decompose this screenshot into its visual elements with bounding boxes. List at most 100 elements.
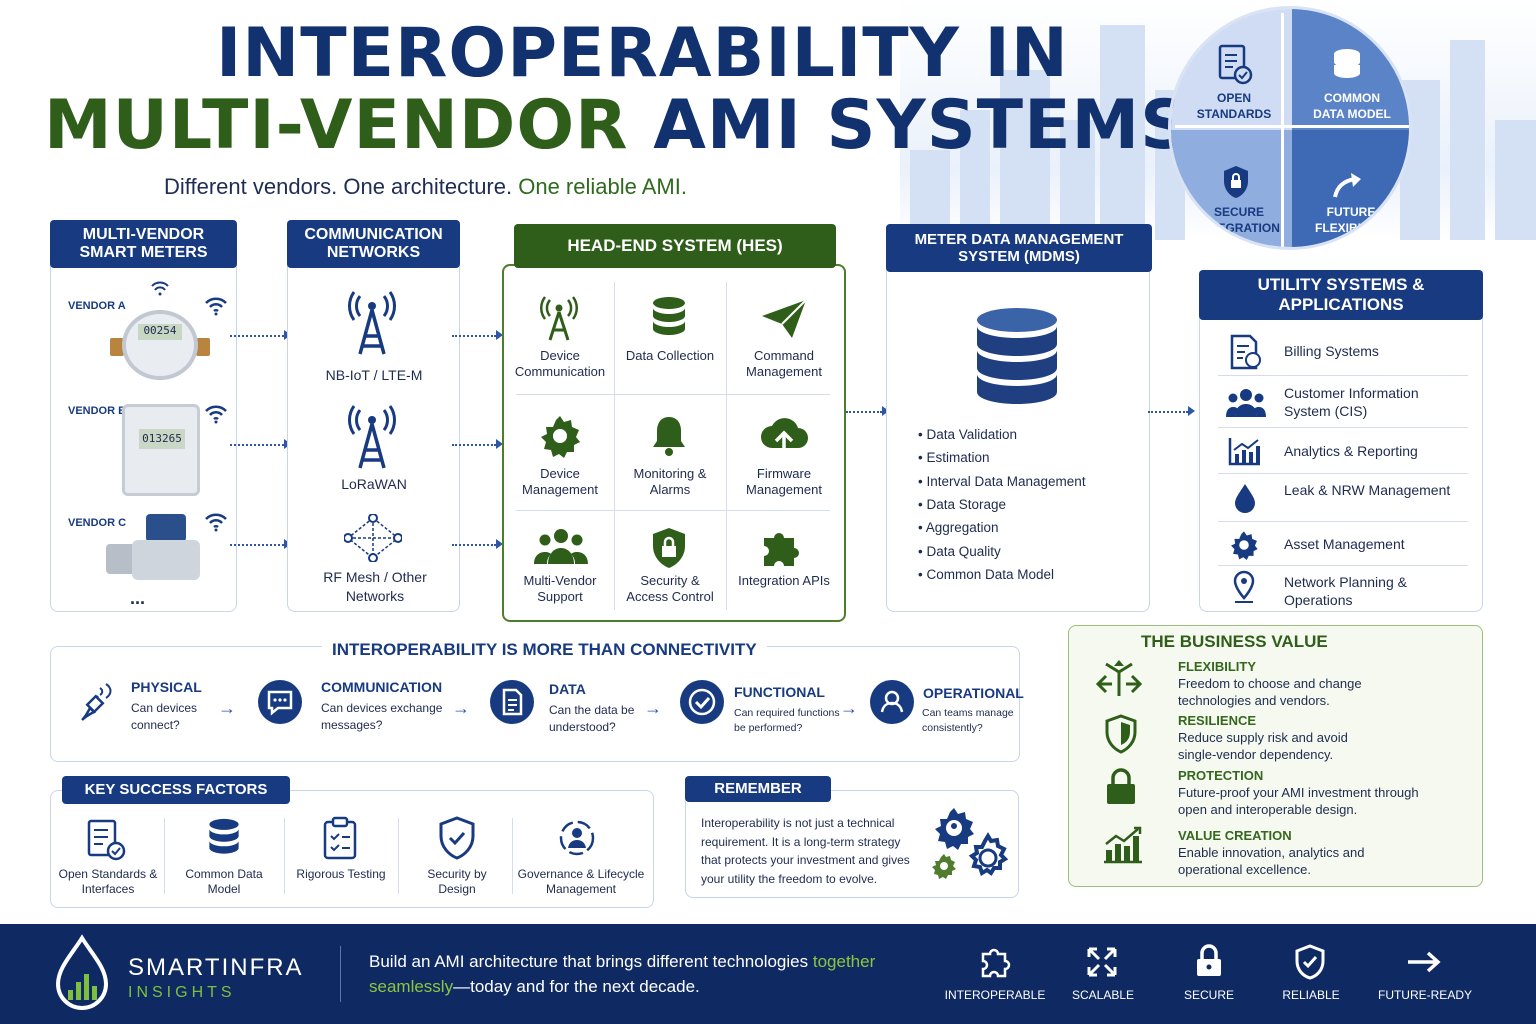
arrow-right-icon: → xyxy=(218,698,236,718)
water-drop-icon xyxy=(1235,484,1255,513)
shield-lock-icon xyxy=(1224,166,1248,198)
puzzle-piece-icon xyxy=(764,533,799,566)
connector xyxy=(230,544,284,546)
mdms-item: • Data Quality xyxy=(918,544,1001,559)
branch-arrows-icon xyxy=(1096,660,1142,696)
utility-item-billing: Billing Systems xyxy=(1218,326,1468,376)
connector xyxy=(230,444,284,446)
chat-bubble-icon xyxy=(258,680,302,724)
utility-panel xyxy=(1199,304,1483,612)
connector xyxy=(452,544,496,546)
ksf-item: Common Data Model xyxy=(185,867,263,896)
puzzle-common-data-model: COMMON DATA MODEL xyxy=(1313,91,1391,121)
wifi-icon xyxy=(205,513,227,532)
footer-tagline: Build an AMI architecture that brings di… xyxy=(369,952,876,996)
checkmark-circle-icon xyxy=(680,680,724,724)
database-icon xyxy=(653,297,685,335)
brand-name: SMARTINFRA xyxy=(128,954,304,981)
puzzle-open-standards: OPEN STANDARDS xyxy=(1196,91,1272,121)
ksf-item: Rigorous Testing xyxy=(296,867,386,881)
utility-item-asset: Asset Management xyxy=(1218,522,1468,566)
ksf-item: Security by Design xyxy=(427,867,487,896)
clipboard-icon xyxy=(323,816,357,860)
padlock-icon xyxy=(1197,944,1221,976)
mdms-item: • Aggregation xyxy=(918,520,999,535)
bv-title: FLEXIBILITY xyxy=(1178,659,1256,674)
arrowhead xyxy=(496,330,503,340)
puzzle-icon xyxy=(981,948,1011,978)
layer-title: COMMUNICATION xyxy=(321,679,443,695)
mdms-item: • Estimation xyxy=(918,450,990,465)
hes-cell-label: Multi-Vendor Support xyxy=(523,573,597,605)
ksf-item: Open Standards & Interfaces xyxy=(58,867,158,896)
shield-icon xyxy=(1105,714,1137,754)
subtitle: Different vendors. One architecture. One… xyxy=(164,174,687,199)
hes-cell-label: Firmware Management xyxy=(746,466,822,498)
meter-b-icon: 013265 xyxy=(122,404,200,496)
shield-check-icon xyxy=(1295,944,1325,980)
network-lorawan-label: LoRaWAN xyxy=(341,476,407,492)
database-icon xyxy=(977,308,1057,404)
mdms-header: METER DATA MANAGEMENT SYSTEM (MDMS) xyxy=(886,224,1152,272)
hes-cell-label: Device Communication xyxy=(514,348,606,380)
hes-cell-label: Device Management xyxy=(522,466,598,498)
gears-icon xyxy=(932,808,1009,879)
checklist-icon xyxy=(87,819,126,861)
feature-label: FUTURE-READY xyxy=(1377,988,1472,1002)
bv-title: PROTECTION xyxy=(1178,768,1264,783)
connector xyxy=(846,411,882,413)
paper-plane-icon xyxy=(762,299,807,338)
utility-item-analytics: Analytics & Reporting xyxy=(1218,428,1468,474)
bv-title: RESILIENCE xyxy=(1178,713,1257,728)
arrowhead xyxy=(496,539,503,549)
layer-text: Can devices connect? xyxy=(131,701,198,732)
mdms-item: • Data Validation xyxy=(918,427,1018,442)
bv-text: Freedom to choose and change technologie… xyxy=(1178,676,1362,708)
feature-label: SECURE xyxy=(1183,988,1234,1002)
cell-tower-icon xyxy=(347,291,397,355)
arrow-right-icon: → xyxy=(644,698,662,718)
mesh-network-icon xyxy=(344,514,402,562)
cable-plug-icon xyxy=(81,683,112,721)
meter-c-icon xyxy=(106,514,206,586)
connector xyxy=(1148,411,1188,413)
puzzle-future-flexibility: FUTURE FLEXIBILITY xyxy=(1315,205,1387,235)
bv-text: Future-proof your AMI investment through… xyxy=(1178,785,1419,817)
layer-text: Can teams manage consistently? xyxy=(922,707,1014,734)
expand-arrows-icon xyxy=(1087,947,1117,977)
hes-cell-label: Integration APIs xyxy=(738,573,830,588)
remember-header: REMEMBER xyxy=(685,776,831,802)
shield-check-icon xyxy=(439,816,475,860)
footer: SMARTINFRA INSIGHTS Build an AMI archite… xyxy=(0,924,1536,1024)
arrow-right-icon: → xyxy=(840,698,858,718)
padlock-icon xyxy=(1107,768,1135,804)
puzzle-circle: OPEN STANDARDS COMMON DATA MODEL SECURE … xyxy=(1168,6,1412,250)
gear-icon xyxy=(541,416,580,458)
connector xyxy=(452,444,496,446)
meters-header: MULTI-VENDOR SMART METERS xyxy=(50,220,237,268)
puzzle-secure-integration: SECURE INTEGRATION xyxy=(1198,205,1280,235)
arrow-up-right-icon xyxy=(1333,173,1361,198)
hes-cell-label: Security & Access Control xyxy=(626,573,714,605)
growth-chart-icon xyxy=(1104,826,1142,864)
feature-label: RELIABLE xyxy=(1282,988,1340,1002)
vendor-b-label: VENDOR B xyxy=(68,405,127,417)
bell-icon xyxy=(653,417,685,456)
arrowhead xyxy=(882,406,889,416)
layer-title: PHYSICAL xyxy=(131,679,202,695)
mdms-item: • Data Storage xyxy=(918,497,1007,512)
layer-text: Can required functions be performed? xyxy=(734,707,840,734)
ksf-panel xyxy=(50,790,654,908)
bv-text: Reduce supply risk and avoid single-vend… xyxy=(1178,730,1348,762)
page-title-line2: MULTI-VENDOR AMI SYSTEMS xyxy=(44,86,1191,165)
arrowhead xyxy=(496,439,503,449)
layer-title: DATA xyxy=(549,681,586,697)
business-value-header: THE BUSINESS VALUE xyxy=(1141,632,1328,651)
person-icon xyxy=(870,680,914,724)
brand-subname: INSIGHTS xyxy=(128,984,236,1001)
arrow-right-icon: → xyxy=(452,698,470,718)
connector xyxy=(452,335,496,337)
database-icon xyxy=(209,818,239,854)
page-title-line1: INTEROPERABILITY IN xyxy=(216,14,1069,93)
shield-lock-icon xyxy=(653,528,685,568)
